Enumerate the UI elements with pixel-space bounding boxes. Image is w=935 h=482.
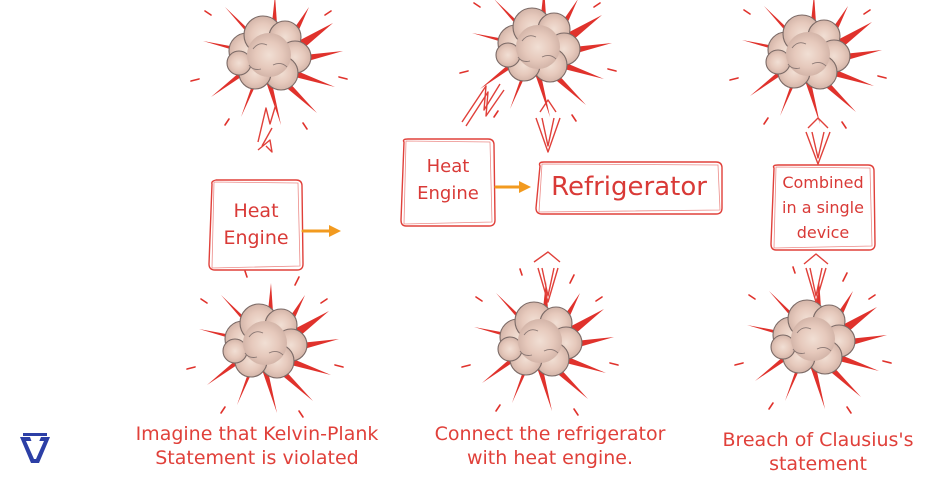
combined-device-label: Combined in a single device (782, 173, 864, 242)
work-output-arrow (494, 181, 531, 193)
refrigerator-label: Refrigerator (551, 172, 707, 202)
heat-engine-box (400, 138, 496, 227)
zigzag-connector (257, 103, 277, 153)
caption-connect-refrigerator: Connect the refrigerator with heat engin… (434, 423, 666, 469)
brand-logo-icon (20, 433, 50, 463)
heat-engine-label: Heat Engine (223, 200, 289, 249)
explosion-icon (190, 0, 348, 130)
heat-engine-box (208, 179, 304, 271)
up-down-connector (533, 251, 561, 303)
caption-kelvin-plank: Imagine that Kelvin-Plank Statement is v… (135, 423, 379, 469)
explosion-icon (461, 268, 619, 416)
explosion-icon (186, 270, 344, 418)
zigzag-connector (461, 83, 505, 127)
refrigerator-box (535, 161, 723, 215)
caption-clausius-breach: Breach of Clausius's statement (722, 429, 914, 475)
up-down-connector (805, 117, 831, 165)
heat-engine-label: Heat Engine (417, 156, 479, 204)
work-output-arrow (301, 225, 341, 237)
up-down-connector (535, 99, 561, 153)
explosion-icon (729, 0, 887, 129)
up-down-connector (803, 253, 829, 303)
explosion-icon (734, 266, 892, 414)
explosion-icon (459, 0, 617, 122)
combined-device-box (770, 164, 876, 251)
